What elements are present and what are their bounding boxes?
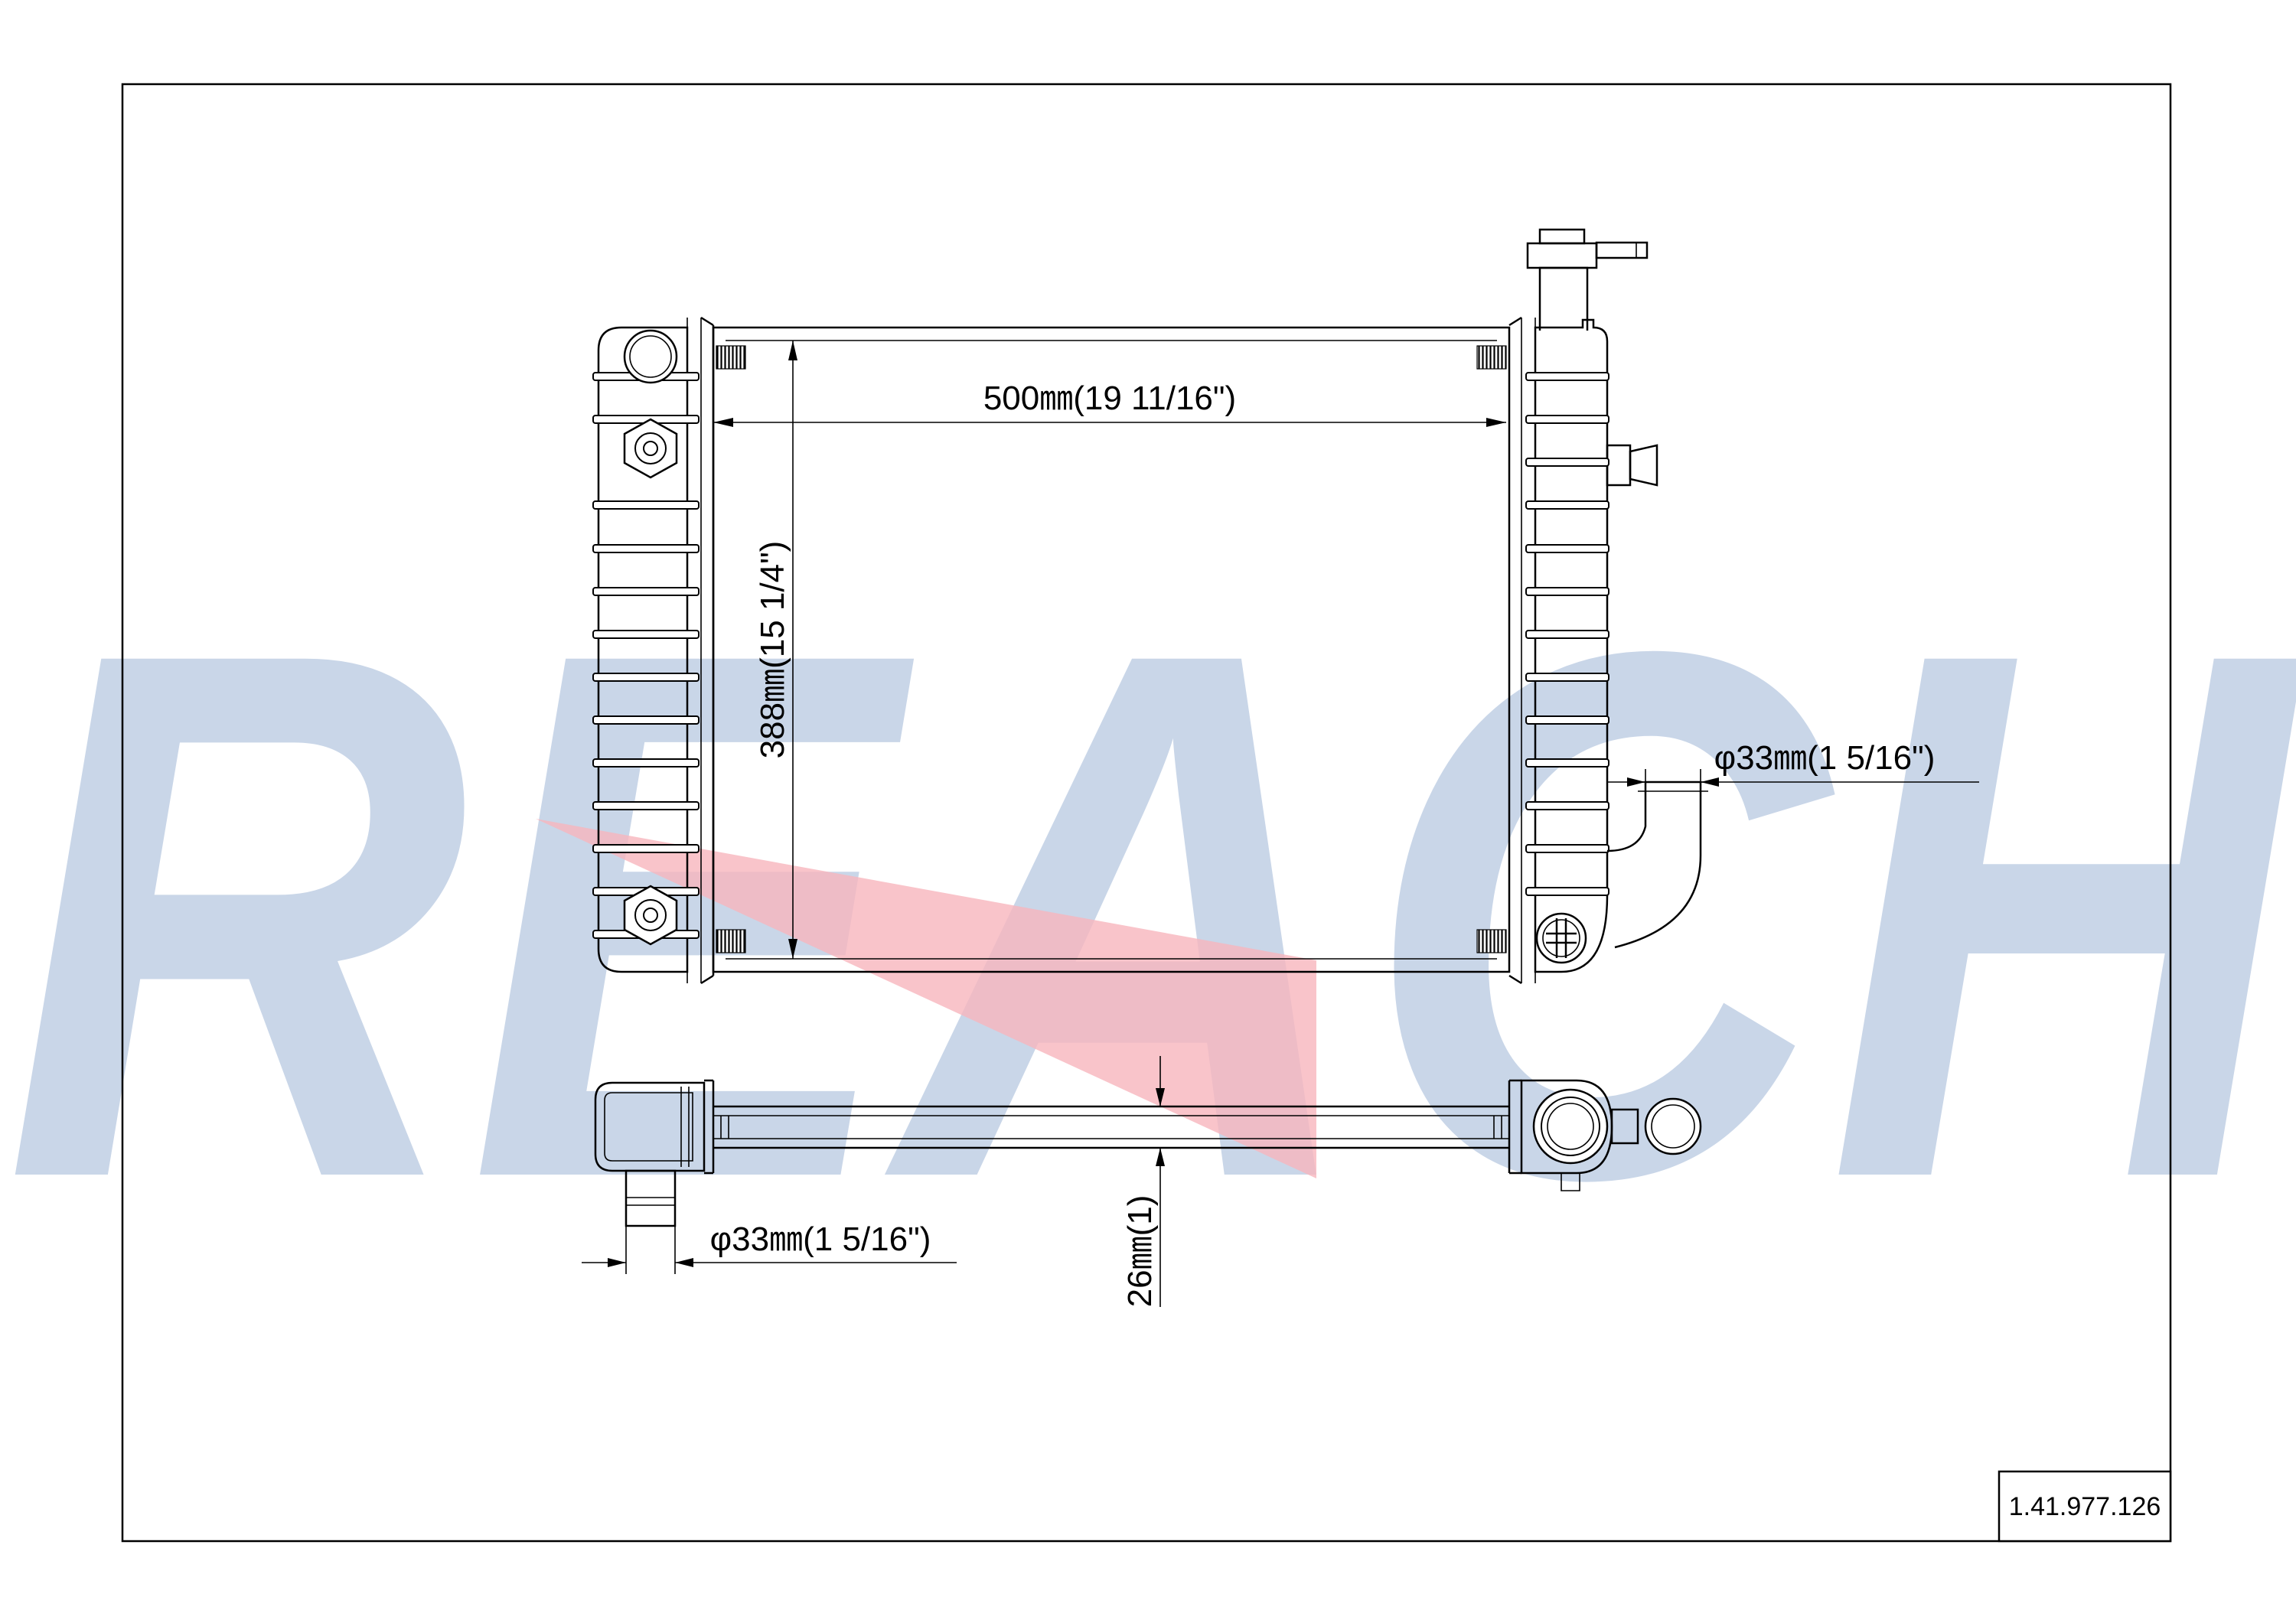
width-dimension: 500㎜(19 11/16")	[713, 380, 1506, 427]
watermark-text: REACH	[4, 496, 2296, 1334]
outlet-diameter-label: φ33㎜(1 5/16")	[1714, 739, 1936, 777]
width-dimension-label: 500㎜(19 11/16")	[983, 380, 1236, 417]
part-number: 1.41.977.126	[2009, 1492, 2161, 1521]
core-thickness-label: 26㎜(1)	[1121, 1195, 1159, 1308]
reach-watermark: REACH	[4, 496, 2296, 1334]
radiator-core	[712, 326, 1511, 973]
watermark-red-wedge	[536, 819, 1316, 1178]
height-dimension-label: 388㎜(15 1/4")	[754, 541, 791, 759]
core-thickness-dimension: 26㎜(1)	[1121, 1056, 1165, 1307]
left-tank	[592, 316, 715, 985]
title-block: 1.41.977.126	[1998, 1470, 2172, 1543]
height-dimension: 388㎜(15 1/4")	[754, 341, 797, 959]
inlet-diameter-dimension: φ33㎜(1 5/16")	[582, 1221, 957, 1274]
right-tank	[1508, 228, 1708, 985]
inlet-diameter-label: φ33㎜(1 5/16")	[710, 1221, 931, 1258]
drawing-frame	[121, 83, 2172, 1543]
bottom-view	[594, 1079, 1702, 1227]
outlet-diameter-dimension: φ33㎜(1 5/16")	[1607, 739, 1979, 792]
